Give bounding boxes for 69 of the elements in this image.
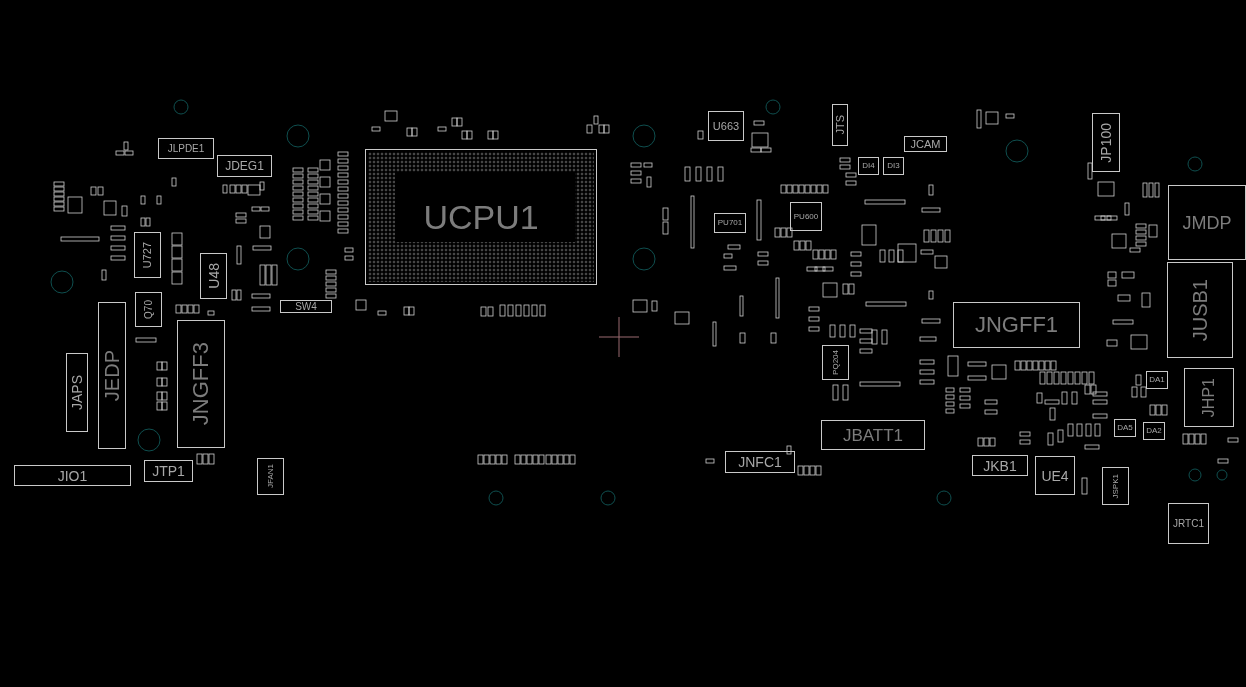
component-outline <box>14 465 131 486</box>
component-outline <box>953 302 1080 348</box>
designator-label: JUSB1 <box>1190 278 1210 342</box>
designator-label: U48 <box>206 263 221 289</box>
component-outline <box>904 136 947 152</box>
component-outline <box>1114 419 1136 437</box>
designator-label: UCPU1 <box>423 200 539 234</box>
component-outline <box>725 451 795 473</box>
designator-label: DA2 <box>1146 427 1162 435</box>
component-outline <box>821 420 925 450</box>
component-outline <box>790 202 822 231</box>
designator-label: JAPS <box>70 375 84 410</box>
component-outline <box>832 104 848 146</box>
component-outline <box>134 232 161 278</box>
component-outline <box>1146 371 1168 389</box>
designator-label: JCAM <box>910 138 941 150</box>
designator-label: DI4 <box>862 162 875 170</box>
component-outline <box>1102 467 1129 505</box>
designator-label: JP100 <box>1099 122 1113 163</box>
designator-label: PU701 <box>717 219 743 227</box>
designator-label: U663 <box>712 120 740 132</box>
designator-label: SW4 <box>295 301 317 312</box>
designator-label: JHP1 <box>1201 377 1217 418</box>
designator-label: JTP1 <box>152 464 185 478</box>
component-outline <box>714 213 746 233</box>
designator-label: JLPDE1 <box>167 143 205 154</box>
designator-label: U727 <box>142 241 153 269</box>
designator-label: UE4 <box>1041 468 1069 483</box>
component-outline <box>1092 113 1120 172</box>
component-outline <box>177 320 225 448</box>
component-outline <box>98 302 126 449</box>
component-outline <box>66 353 88 432</box>
designator-label: PU600 <box>793 212 819 221</box>
component-outline <box>257 458 284 495</box>
designator-label: JTS <box>834 115 846 135</box>
designator-label: JRTC1 <box>1173 518 1204 529</box>
component-outline <box>972 455 1028 476</box>
component-outline <box>158 138 214 159</box>
component-outline <box>858 157 879 175</box>
designator-label: JFAN1 <box>266 464 275 489</box>
designator-label: PQ204 <box>831 350 840 375</box>
designator-label: JBATT1 <box>842 426 904 444</box>
designator-label: JKB1 <box>983 458 1017 473</box>
component-outline <box>280 300 332 313</box>
component-outline <box>708 111 744 141</box>
component-outline <box>822 345 849 380</box>
designator-label: JSPK1 <box>1111 473 1120 499</box>
designator-label: DA1 <box>1149 376 1165 384</box>
component-outline <box>135 292 162 327</box>
designator-label: JNFC1 <box>738 455 782 469</box>
designator-label: JMDP <box>1182 213 1232 232</box>
designator-label: JEDP <box>102 349 122 402</box>
component-outline <box>200 253 227 299</box>
designator-label: DI3 <box>887 162 900 170</box>
component-outline <box>1168 503 1209 544</box>
component-outline <box>1184 368 1234 427</box>
designator-label: JIO1 <box>57 468 88 483</box>
designator-label: JDEG1 <box>225 160 264 172</box>
component-outline <box>883 157 904 175</box>
designator-label: JNGFF3 <box>190 342 212 426</box>
designator-label: DA5 <box>1117 424 1133 432</box>
designator-label: Q70 <box>143 300 154 319</box>
designator-label: JNGFF1 <box>974 314 1059 336</box>
component-outline <box>144 460 193 482</box>
component-outline <box>1035 456 1075 495</box>
component-outline <box>1168 185 1246 260</box>
component-outline <box>1143 422 1165 440</box>
component-outline <box>1167 262 1233 358</box>
component-outline <box>217 155 272 177</box>
